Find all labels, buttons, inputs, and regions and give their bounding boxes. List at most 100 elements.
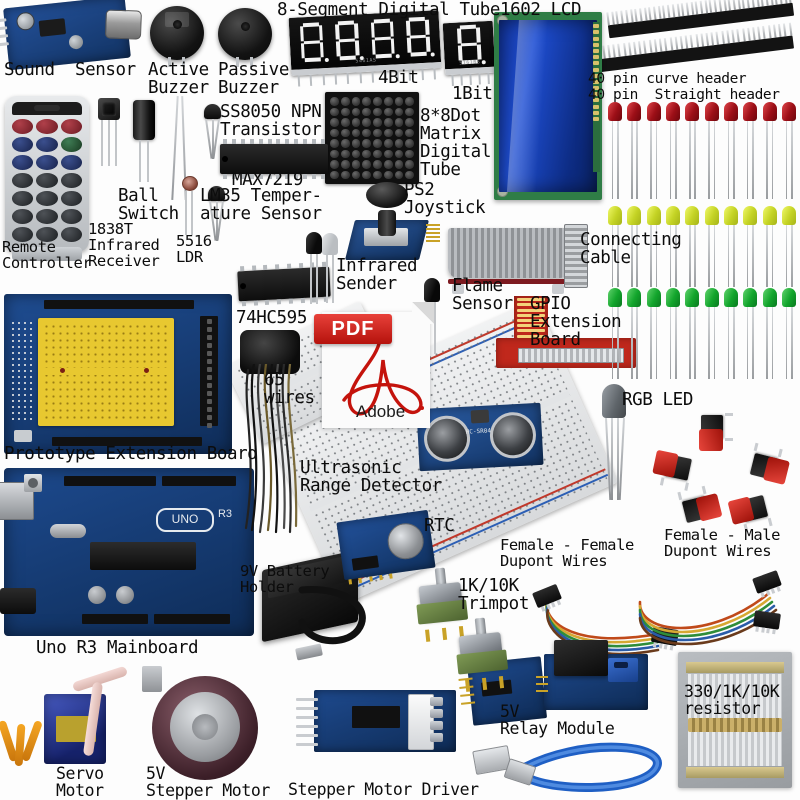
led-yellow [704,206,719,287]
push-button[interactable] [651,448,700,491]
led-yellow-row [608,206,796,287]
relay-cube [554,640,608,676]
label-ps2-joystick: PS2 Joystick [404,180,486,218]
component-legs [98,120,120,166]
remote-battery-cover [12,247,82,261]
jumper-wires-bundle [238,330,308,534]
seg-digit [369,18,400,59]
ic-notch [222,156,228,162]
label-relay-module: 5V Relay Module [500,702,615,738]
ir-remote-controller [5,96,89,261]
uno-r3-mainboard: UNO R3 [0,468,254,636]
label-header-straight: 40 pin Straight header [588,87,780,103]
label-stepper-driver: Stepper Motor Driver [288,780,479,799]
battery-lead-cable [298,586,366,645]
button-cap[interactable] [695,493,723,522]
page-fold-icon [412,302,434,324]
led-green [665,288,680,379]
label-stepper-motor: 5V Stepper Motor [146,764,270,800]
led-yellow [743,206,758,287]
led-red-row [608,102,796,199]
ribbon-band [448,228,570,278]
led-yellow [685,206,700,287]
dc-power-jack[interactable] [0,588,36,614]
label-sound-sensor: Sound Sensor [4,60,136,80]
label-infrared-sender: Infrared Sender [336,256,418,294]
idc-connector [564,224,588,288]
power-header [82,614,148,624]
label-battery-holder: 9V Battery Holder [240,562,330,596]
led-red [608,102,622,199]
push-button[interactable] [697,407,733,451]
seg-digit [333,20,365,61]
battery-holder-9v [262,549,382,661]
crystal-oscillator [50,524,86,538]
infrared-emitter-led-clear [322,233,338,303]
led-dome [602,384,626,418]
led-green [781,288,796,379]
digital-header-right [162,476,236,486]
input-pin-header [296,698,318,746]
lcd-screen [499,20,597,192]
buzzer-label-sticker [165,12,189,27]
pin-header [426,224,440,242]
component-legs [306,254,322,304]
led-yellow [723,206,738,287]
motor-shaft-hub [192,714,218,740]
led-red [646,102,661,199]
label-transistor-ss8050: SS8050 NPN Transistor [220,102,322,140]
motor-connector [142,666,162,692]
led-yellow [627,206,642,287]
component-legs [208,200,225,241]
component-legs [204,118,221,159]
seg-digit [404,16,436,58]
servo-motor [0,665,132,780]
label-passive-buzzer: Passive Buzzer [218,60,289,98]
stepper-motor-driver [296,684,456,760]
electrolytic-cap [88,586,106,604]
buzzer-cap [218,8,272,60]
led-red [627,102,642,199]
label-trimpot: 1K/10K Trimpot [458,576,529,614]
button-cap[interactable] [699,429,723,451]
button-cap[interactable] [762,456,791,485]
header-pins [606,0,792,26]
push-button[interactable] [727,489,777,533]
joystick-cap[interactable] [366,182,408,208]
dupont-wires-female-female [531,583,684,664]
comparator-ic [38,18,67,37]
dot-matrix-8x8-display [325,92,419,184]
led-red [685,102,700,199]
reset-button[interactable] [24,474,42,492]
pot-base [456,649,509,675]
label-ball-switch: Ball Switch [118,186,179,224]
led-green [743,288,758,379]
ribbon-red-stripe [448,279,570,284]
seg-digit [298,22,329,63]
led-yellow [608,206,622,287]
led-red [762,102,777,199]
crystal-can [470,409,490,424]
uno-logo-text: UNO [156,508,214,532]
pin-header-straight-40 [586,22,795,74]
mini-breadboard [38,318,174,426]
screw-terminal[interactable] [608,658,638,682]
buzzer-leg [182,57,185,67]
led-red [743,102,758,199]
label-gpio-ext-board: GPIO Extension Board [530,294,622,350]
status-led-group [430,694,448,748]
switch-pins [725,413,733,441]
label-uno-r3-mainboard: Uno R3 Mainboard [36,638,199,658]
microphone-icon [104,9,142,40]
push-button[interactable] [741,442,791,487]
label-flame-sensor: Flame Sensor [452,276,513,314]
push-button[interactable] [673,485,723,529]
buzzer-sound-hole [241,21,250,31]
receiver-head [98,98,120,120]
resistor-bodies [688,718,782,732]
usb-b-connector[interactable] [0,482,34,520]
tape-strip [686,767,784,778]
buzzer-leg [236,57,239,67]
reset-button[interactable] [14,430,32,442]
